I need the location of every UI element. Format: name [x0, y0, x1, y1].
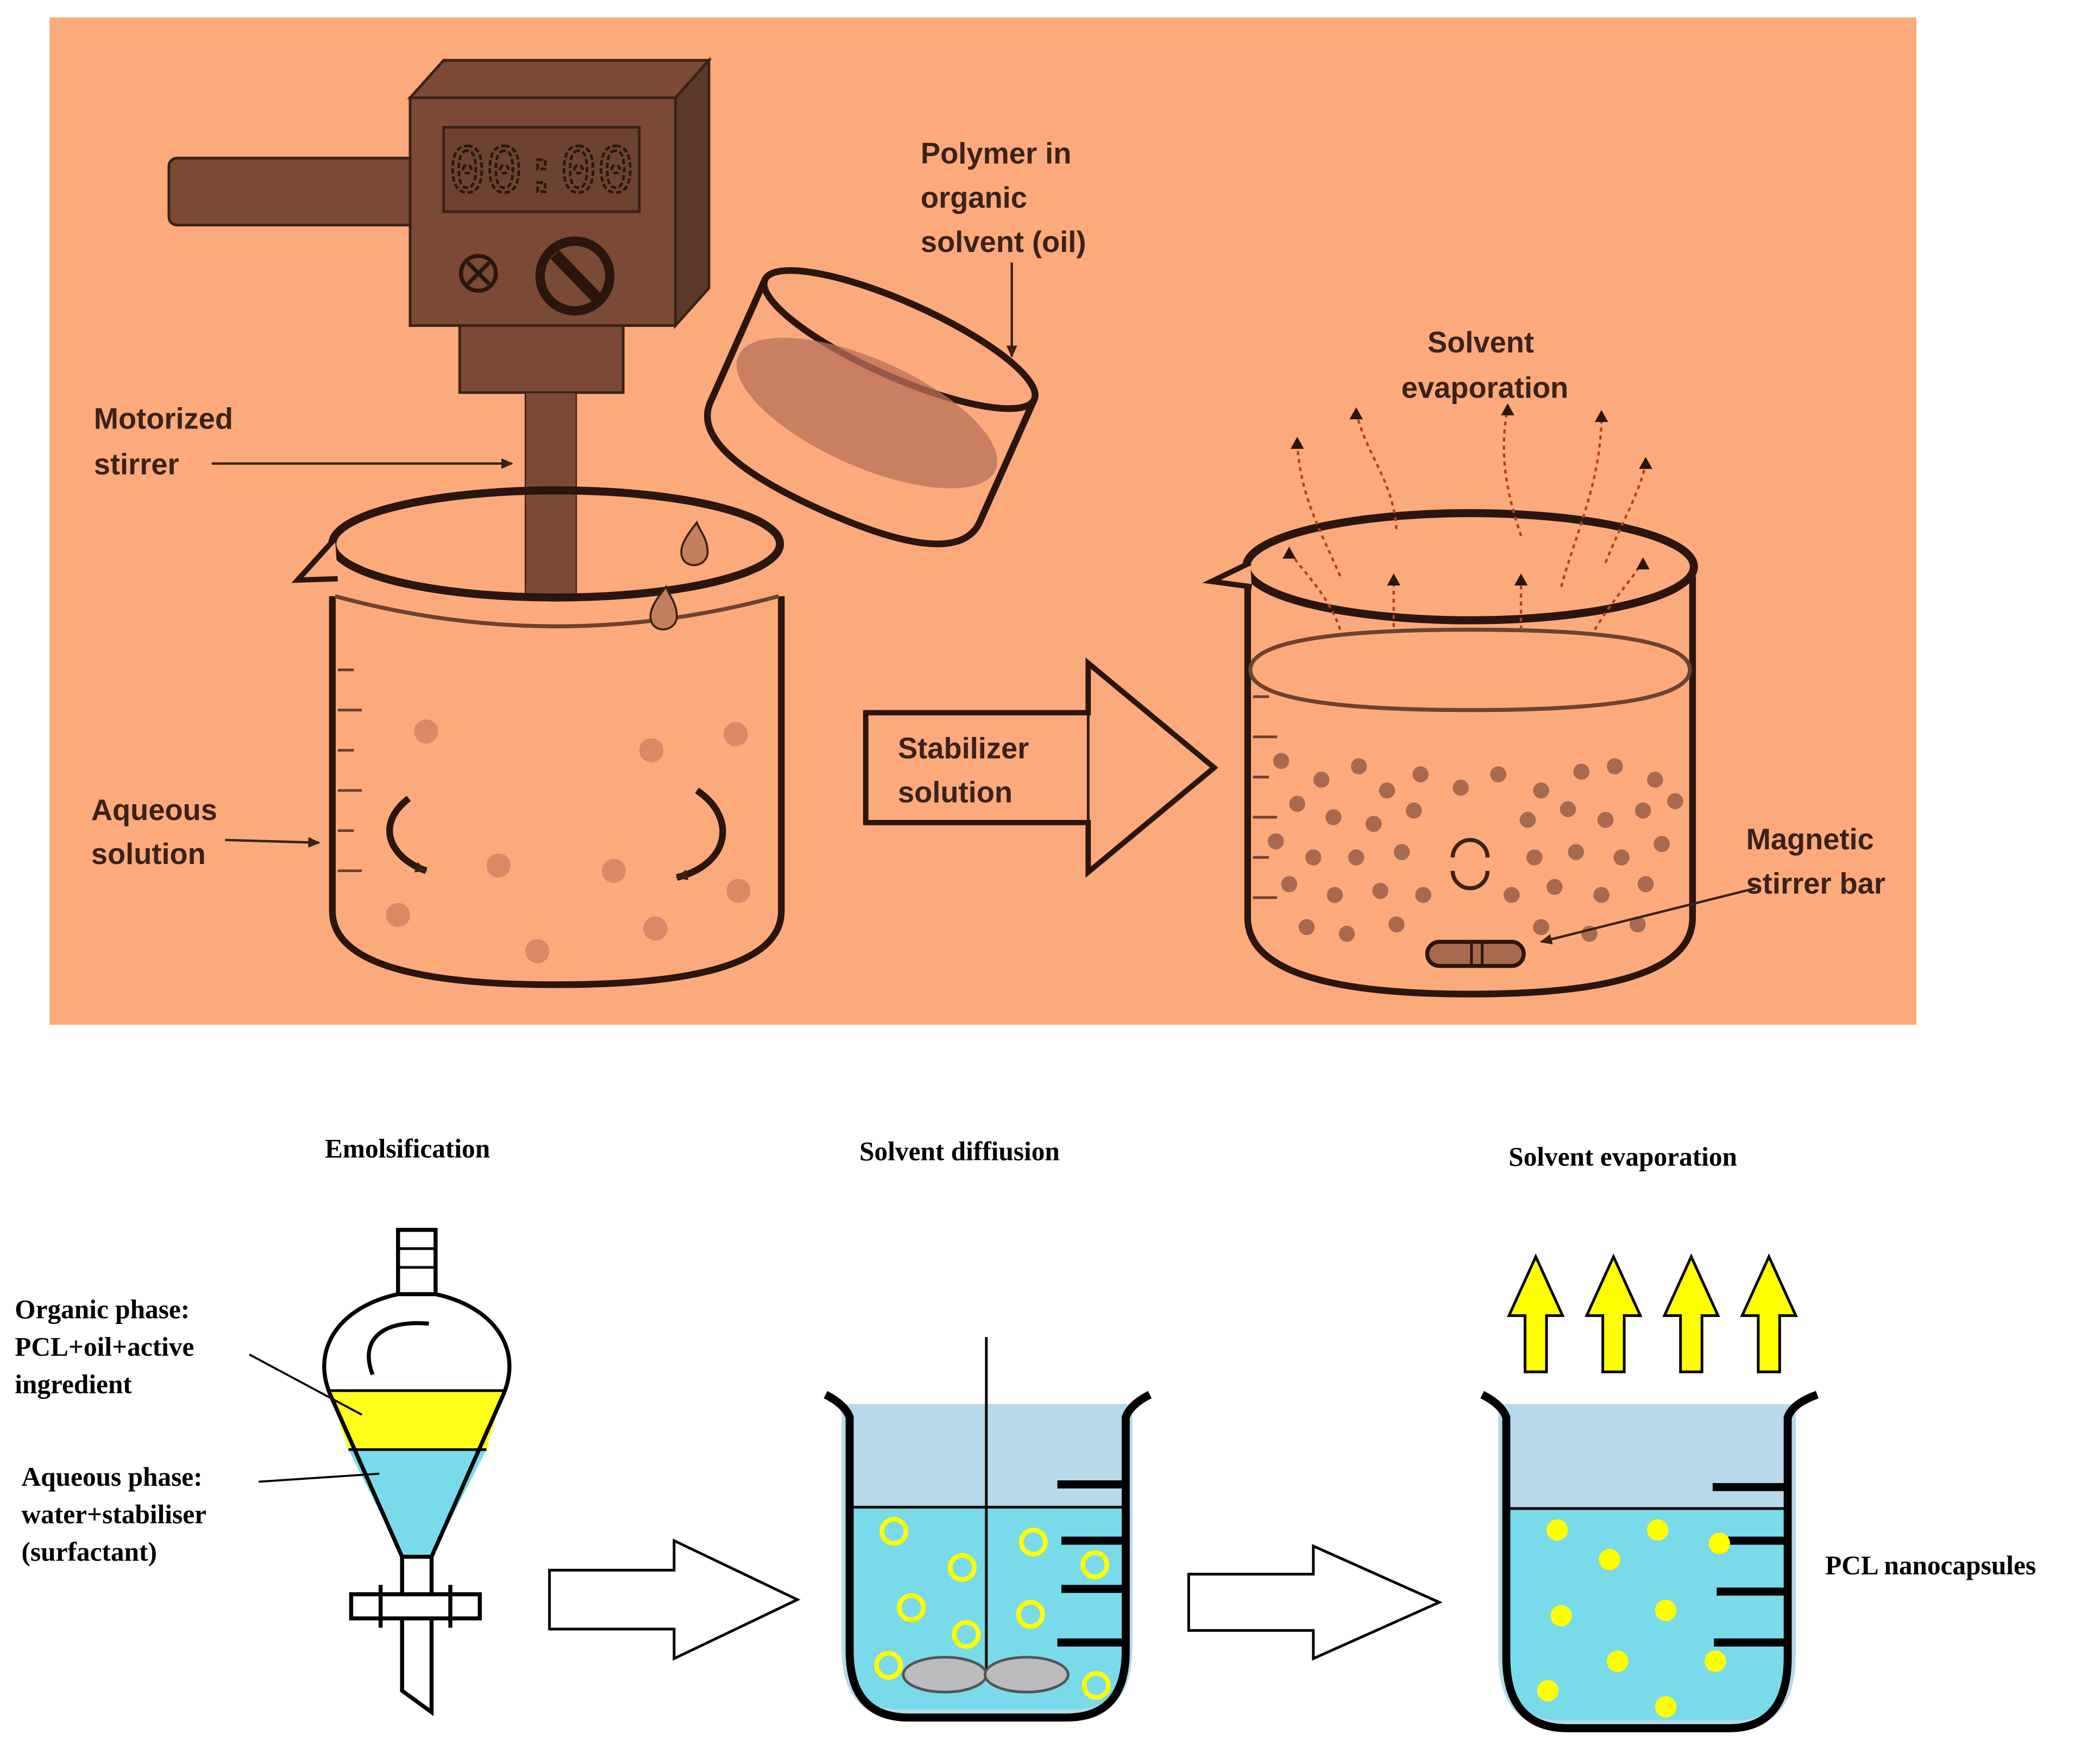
- process-arrow-1: [548, 1538, 801, 1661]
- evaporation-beaker-outline: [1480, 1391, 1819, 1732]
- timer-display-frame: [442, 125, 641, 213]
- left-beaker-body: [329, 596, 785, 988]
- funnel-leader-lines: [249, 1353, 380, 1483]
- separatory-funnel: [322, 1228, 512, 1717]
- right-beaker-top: [1202, 403, 1698, 998]
- left-beaker-spout: [291, 537, 338, 583]
- step-title-emulsification: Emolsification: [325, 1134, 490, 1164]
- stabilizer-arrow-shape: [863, 657, 1218, 878]
- polymer-solution: [736, 337, 997, 489]
- label-motorized-stirrer: Motorized stirrer: [94, 402, 241, 481]
- label-stabilizer-solution: Stabilizer solution: [898, 731, 1037, 809]
- timer-display: 00:00: [449, 135, 634, 206]
- evaporation-arrowheads: [1282, 403, 1652, 586]
- left-beaker-particles: [386, 719, 751, 963]
- step-title-solvent-evaporation: Solvent evaporation: [1508, 1141, 1737, 1171]
- evaporation-arrow-icons: [1507, 1253, 1798, 1373]
- evaporation-beaker: [1480, 1253, 1819, 1732]
- stop-icon-bar: [550, 250, 601, 302]
- right-beaker-liquid-line: [1248, 627, 1692, 712]
- funnel-stopcock-handle: [379, 1585, 452, 1628]
- funnel-organic-phase: [329, 1390, 504, 1450]
- funnel-aqueous-phase: [348, 1449, 487, 1557]
- nanocapsule-rings: [874, 1517, 1111, 1700]
- drop-icon-lower: [649, 584, 678, 630]
- cancel-icon-cross: [466, 261, 491, 286]
- diffusion-beaker-scale: [1057, 1480, 1126, 1647]
- left-beaker-liquid-line: [334, 594, 779, 628]
- stirrer-handle: [167, 156, 417, 226]
- label-magnetic-stirrer-bar: Magnetic stirrer bar: [1746, 823, 1885, 900]
- diffusion-beaker-outline: [823, 1391, 1152, 1722]
- diffusion-beaker: [823, 1337, 1152, 1722]
- diffusion-stirrer-blade-left: [902, 1656, 988, 1694]
- right-beaker-spout: [1202, 560, 1252, 590]
- funnel-interface-line: [329, 1389, 504, 1451]
- magnetic-stirrer-bar: [1425, 939, 1526, 968]
- funnel-tip: [400, 1616, 434, 1717]
- label-pcl-nanocapsules: PCL nanocapsules: [1825, 1550, 2036, 1580]
- magnetic-rotation-icon: [1450, 838, 1490, 891]
- label-aqueous-phase: Aqueous phase: water+stabiliser (surfact…: [22, 1462, 213, 1567]
- right-beaker-body: [1244, 576, 1696, 998]
- left-beaker-top: [291, 486, 785, 988]
- stirrer-head-side: [674, 56, 711, 329]
- stirrer-bar-divider: [1470, 942, 1484, 966]
- rotation-arrow-right-icon: [675, 787, 726, 881]
- left-beaker-scale: [337, 668, 362, 873]
- evaporation-beaker-scale: [1712, 1483, 1788, 1647]
- process-arrow-2: [1187, 1544, 1443, 1661]
- label-organic-phase: Organic phase: PCL+oil+active ingredient: [15, 1295, 201, 1399]
- drop-icon-upper: [680, 520, 709, 566]
- label-solvent-evaporation-top: Solvent evaporation: [1401, 326, 1569, 405]
- funnel-stopcock: [349, 1592, 482, 1620]
- step-title-solvent-diffusion: Solvent diffiusion: [859, 1136, 1060, 1166]
- label-polymer-in-solvent: Polymer in organic solvent (oil): [921, 137, 1086, 258]
- right-beaker-particles: [1267, 753, 1683, 942]
- stabilizer-arrow: [863, 657, 1218, 878]
- label-aqueous-solution: Aqueous solution: [91, 793, 225, 871]
- stirrer-head-top: [407, 59, 712, 99]
- funnel-neck: [396, 1228, 438, 1296]
- funnel-reflection: [367, 1321, 429, 1376]
- diffusion-stirrer-blade-right: [983, 1656, 1070, 1694]
- pouring-beaker: [704, 267, 1039, 547]
- rotation-arrow-left-icon: [386, 796, 427, 874]
- funnel-neck-ring: [398, 1247, 436, 1269]
- stirrer-neck: [458, 324, 625, 394]
- funnel-stopcock-stem: [400, 1554, 434, 1599]
- nanocapsule-dots: [1537, 1519, 1731, 1718]
- right-beaker-scale: [1253, 695, 1278, 899]
- top-annotation-lines: [211, 262, 1756, 945]
